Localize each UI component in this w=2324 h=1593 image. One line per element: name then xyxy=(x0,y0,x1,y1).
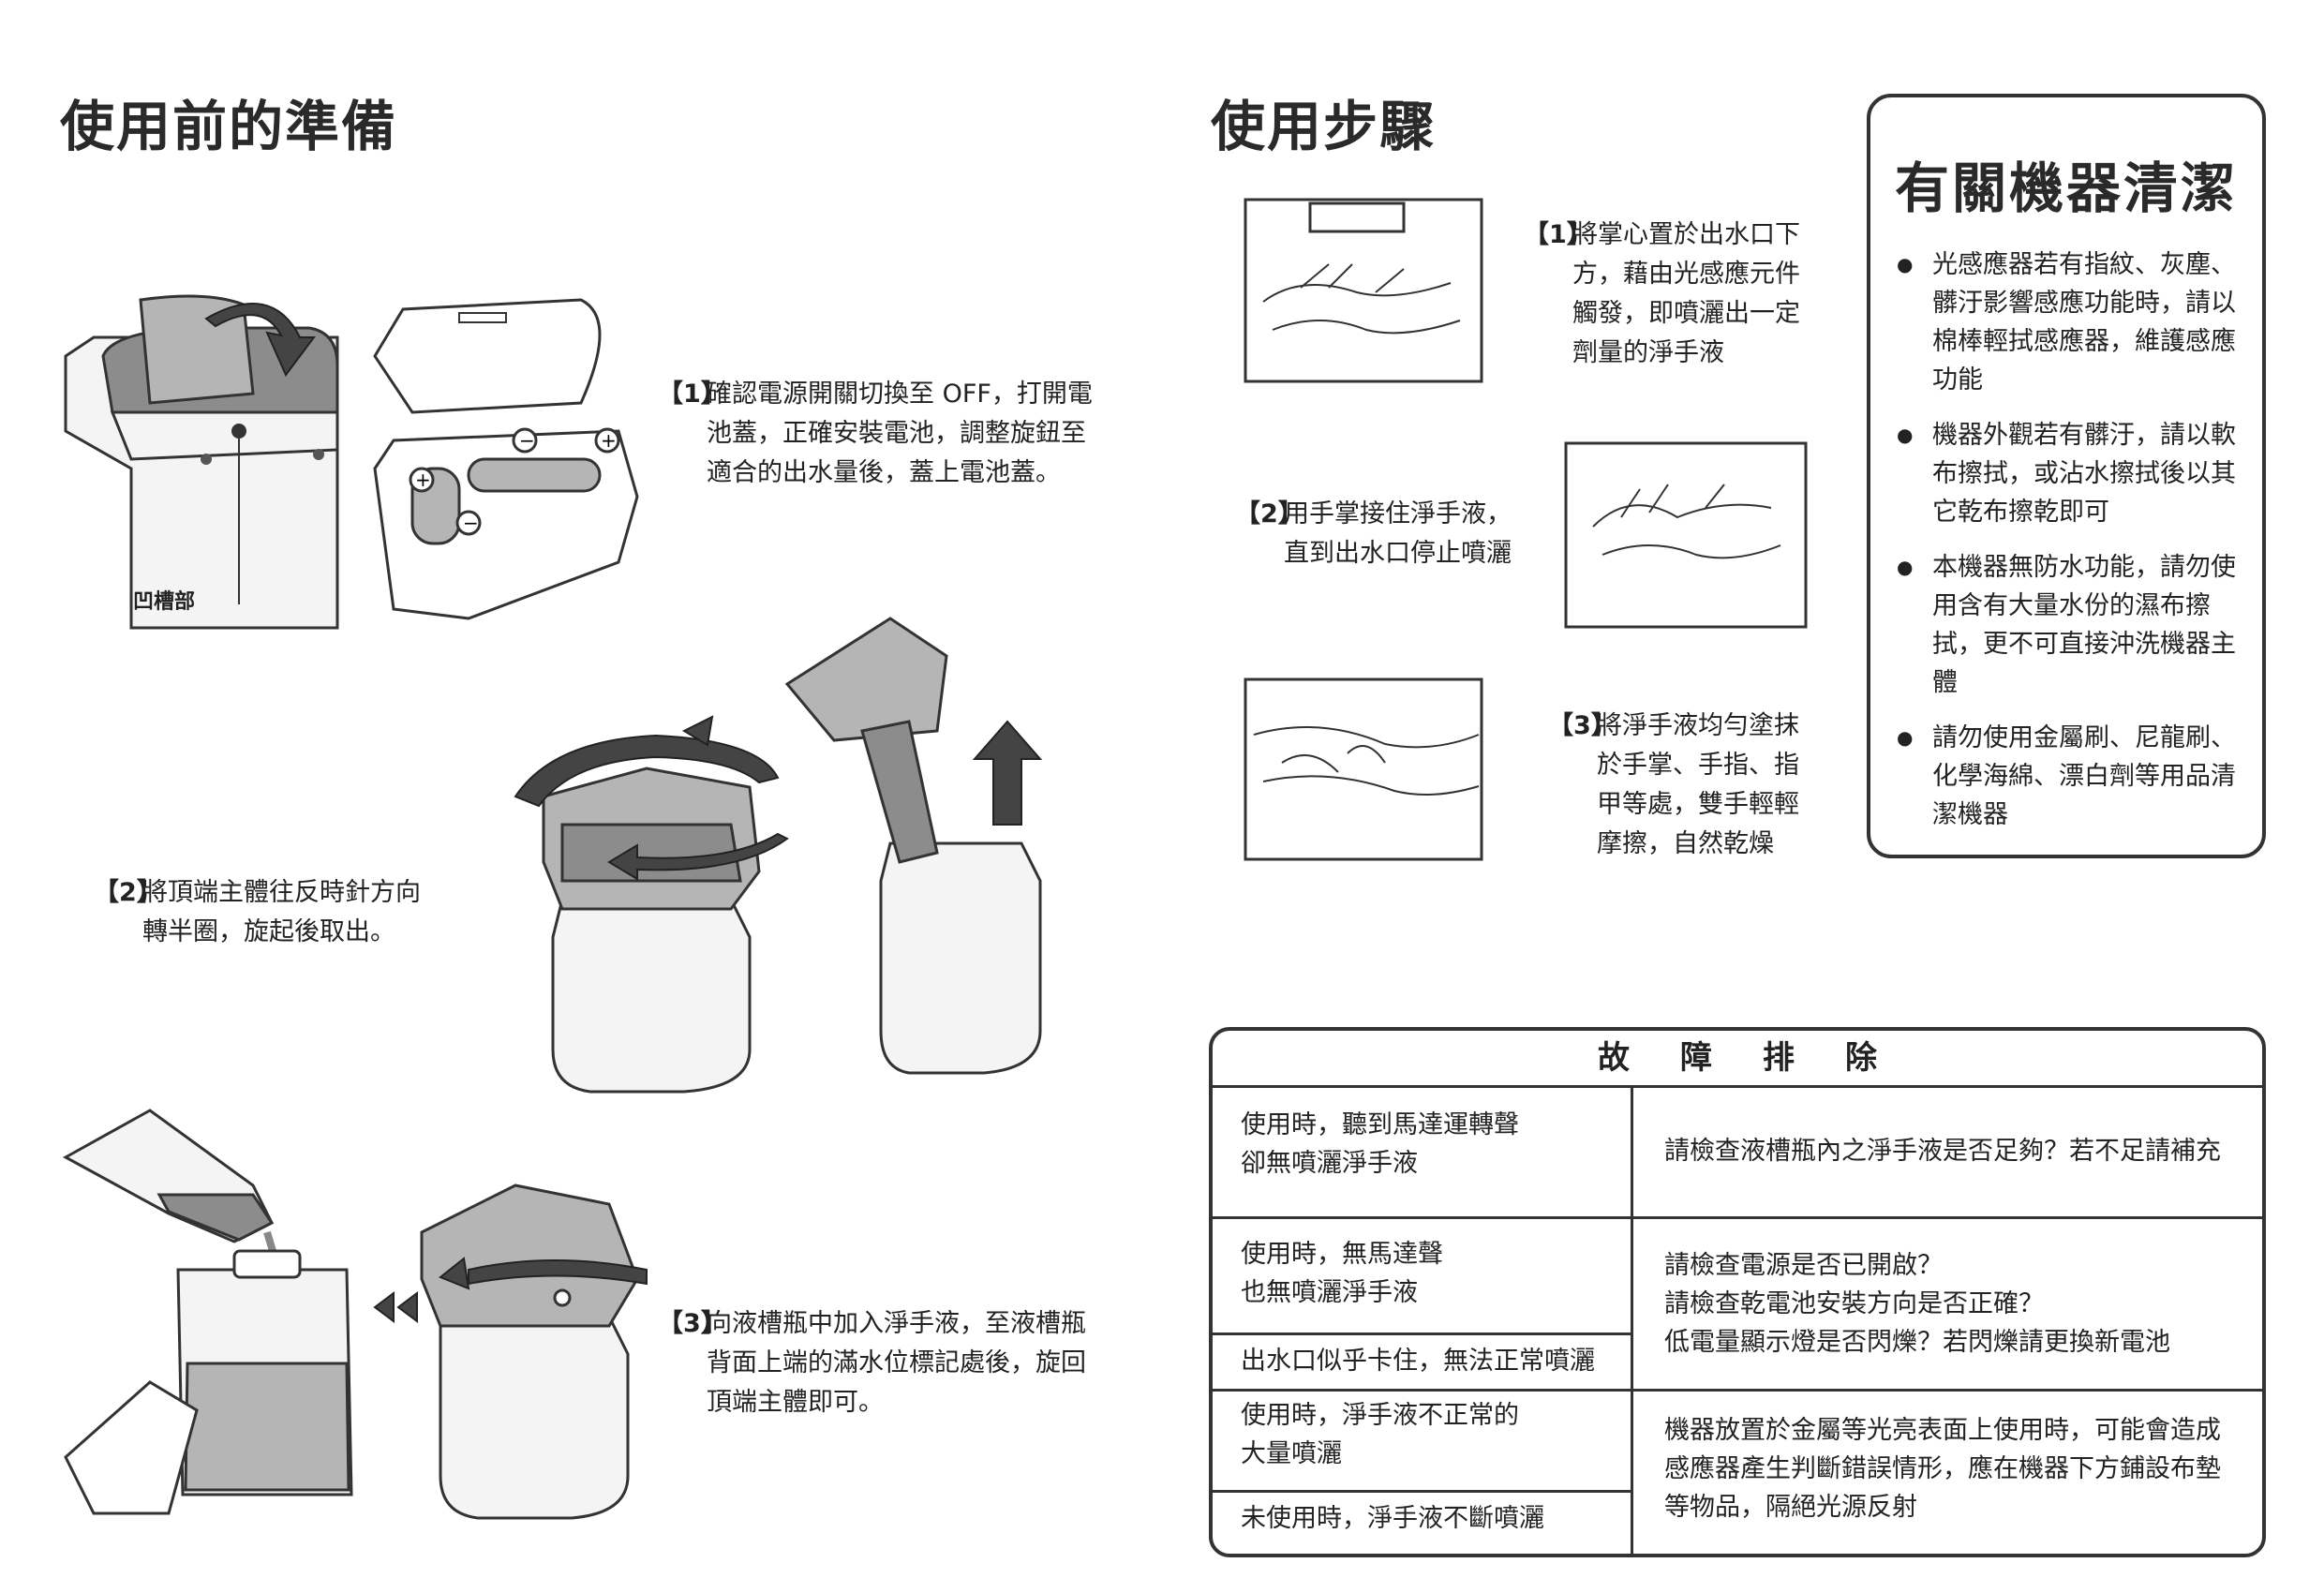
cleaning-item: 請勿使用金屬刷、尼龍刷、化學海綿、漂白劑等用品清潔機器 xyxy=(1897,719,2243,834)
symptom-cell: 使用時，淨手液不正常的 大量噴灑 xyxy=(1241,1401,1519,1468)
battery-illustration: + − + − xyxy=(64,294,639,630)
usage-step2-num: 【2】 xyxy=(1235,499,1304,529)
symptom-cell: 使用時，聽到馬達運轉聲 卻無噴灑淨手液 xyxy=(1241,1110,1519,1178)
groove-label: 凹槽部 xyxy=(133,590,196,614)
cleaning-title: 有關機器清潔 xyxy=(1894,156,2238,220)
twist-illustration xyxy=(514,617,1043,1094)
svg-text:+: + xyxy=(601,429,617,452)
usage-step2-image xyxy=(1564,441,1808,629)
solution-cell: 機器放置於金屬等光亮表面上使用時，可能會造成 感應器產生判斷錯誤情形，應在機器下… xyxy=(1664,1416,2221,1522)
symptom-cell: 未使用時，淨手液不斷噴灑 xyxy=(1241,1504,1544,1533)
row-divider xyxy=(1213,1216,2262,1219)
prep-step2: 【2】 xyxy=(94,873,162,913)
solution-cell: 請檢查電源是否已開啟？ 請檢查乾電池安裝方向是否正確？ 低電量顯示燈是否閃爍？若… xyxy=(1664,1251,2170,1357)
usage-step2-text: 用手掌接住淨手液， 直到出水口停止噴灑 xyxy=(1284,499,1512,568)
prep-step1: 【1】 xyxy=(658,375,726,414)
usage-step1: 【1】 xyxy=(1524,216,1592,255)
row-divider xyxy=(1213,1490,1631,1493)
troubleshooting-title: 故障排除 xyxy=(1213,1031,2262,1088)
usage-step3-image xyxy=(1244,677,1483,861)
usage-step3-text: 將淨手液均勻塗抹 於手掌、手指、指 甲等處，雙手輕輕 摩擦，自然乾燥 xyxy=(1597,711,1799,858)
prep-step3: 【3】 xyxy=(658,1304,726,1344)
solution-cell: 請檢查液槽瓶內之淨手液是否足夠？若不足請補充 xyxy=(1664,1137,2221,1166)
svg-text:+: + xyxy=(415,469,431,491)
cleaning-list: 光感應器若有指紋、灰塵、髒汙影響感應功能時，請以棉棒輕拭感應器，維護感應功能 機… xyxy=(1897,246,2243,851)
usage-step1-text: 將掌心置於出水口下 方，藉由光感應元件 觸發，即噴灑出一定 劑量的淨手液 xyxy=(1572,220,1800,367)
usage-step1-image xyxy=(1244,198,1483,383)
troubleshooting-table: 故障排除 使用時，聽到馬達運轉聲 卻無噴灑淨手液 使用時，無馬達聲 也無噴灑淨手… xyxy=(1209,1027,2266,1557)
prep-step2-text: 將頂端主體往反時針方向 轉半圈，旋起後取出。 xyxy=(142,878,421,946)
svg-text:−: − xyxy=(519,429,535,452)
usage-step1-num: 【1】 xyxy=(1524,220,1592,249)
prep-step1-text: 確認電源開關切換至 OFF，打開電 池蓋，正確安裝電池，調整旋鈕至 適合的出水量… xyxy=(707,380,1093,487)
prep-step3-text: 向液槽瓶中加入淨手液，至液槽瓶 背面上端的滿水位標記處後，旋回 頂端主體即可。 xyxy=(707,1309,1086,1417)
svg-text:−: − xyxy=(463,512,479,534)
prep-step3-num: 【3】 xyxy=(658,1309,726,1338)
cleaning-item: 機器外觀若有髒汙，請以軟布擦拭，或沾水擦拭後以其它乾布擦乾即可 xyxy=(1897,416,2243,531)
column-divider xyxy=(1631,1085,1633,1554)
usage-step3-num: 【3】 xyxy=(1548,711,1616,740)
cleaning-item: 本機器無防水功能，請勿使用含有大量水份的濕布擦拭，更不可直接沖洗機器主體 xyxy=(1897,548,2243,702)
prep-step1-num: 【1】 xyxy=(658,380,726,409)
prep-title: 使用前的準備 xyxy=(60,95,398,158)
prep-step2-num: 【2】 xyxy=(94,878,162,907)
usage-title: 使用步驟 xyxy=(1211,95,1437,158)
refill-illustration xyxy=(62,1109,648,1520)
symptom-cell: 出水口似乎卡住，無法正常噴灑 xyxy=(1241,1347,1595,1376)
cleaning-panel: 有關機器清潔 光感應器若有指紋、灰塵、髒汙影響感應功能時，請以棉棒輕拭感應器，維… xyxy=(1867,94,2266,858)
row-divider xyxy=(1213,1389,2262,1392)
usage-step3: 【3】 xyxy=(1548,707,1616,746)
cleaning-item: 光感應器若有指紋、灰塵、髒汙影響感應功能時，請以棉棒輕拭感應器，維護感應功能 xyxy=(1897,246,2243,399)
usage-step2: 【2】 xyxy=(1235,495,1304,534)
row-divider xyxy=(1213,1332,1631,1335)
symptom-cell: 使用時，無馬達聲 也無噴灑淨手液 xyxy=(1241,1240,1443,1307)
